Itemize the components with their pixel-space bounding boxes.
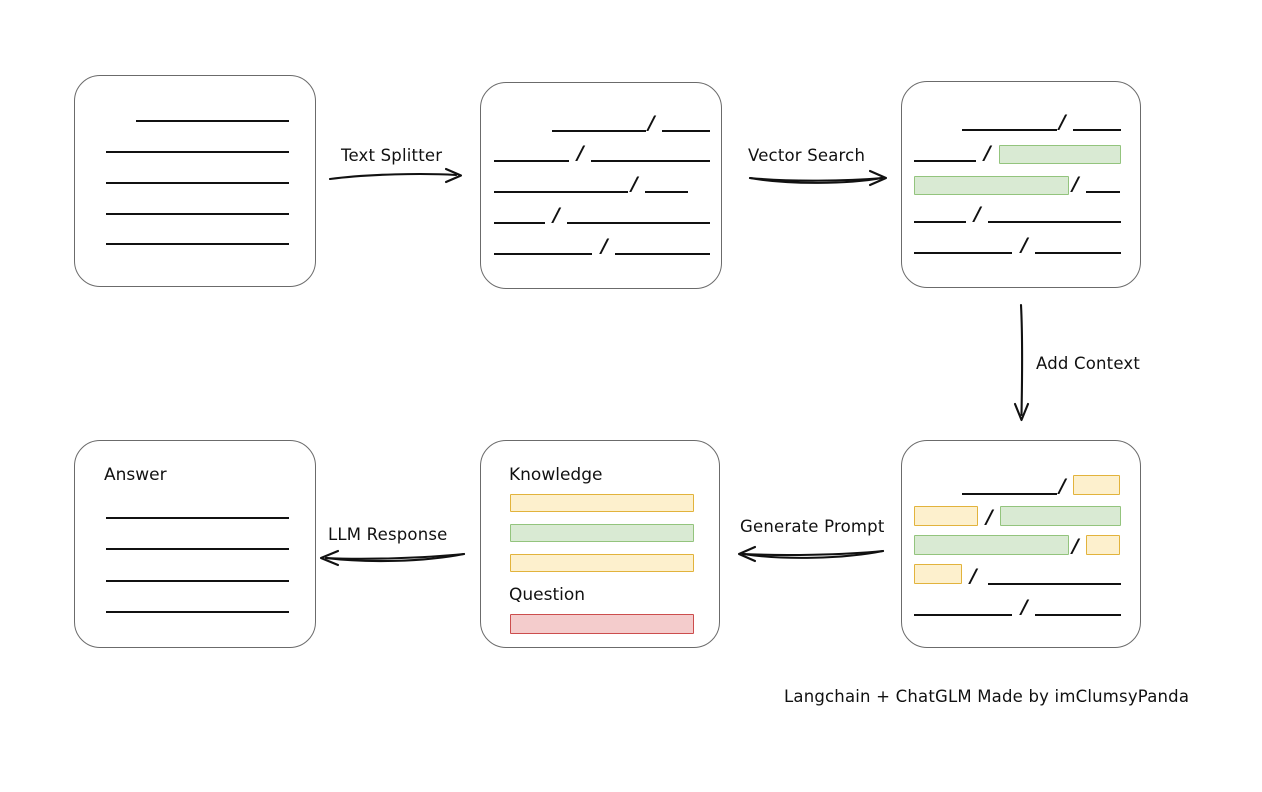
context-chunk-highlight bbox=[914, 564, 962, 584]
slash-separator: / bbox=[970, 565, 977, 587]
context-chunk-highlight bbox=[1073, 475, 1120, 495]
prompt-question-bar bbox=[510, 614, 694, 634]
slash-separator: / bbox=[1021, 596, 1028, 618]
doc-line-segment bbox=[914, 160, 976, 162]
doc-line bbox=[106, 517, 289, 519]
doc-line-segment bbox=[567, 222, 710, 224]
arrow-generate-prompt bbox=[737, 545, 885, 563]
slash-separator: / bbox=[1021, 234, 1028, 256]
prompt-question-label: Question bbox=[509, 585, 586, 605]
doc-line-segment bbox=[914, 614, 1012, 616]
doc-line-segment bbox=[494, 160, 569, 162]
footer-credit: Langchain + ChatGLM Made by imClumsyPand… bbox=[784, 687, 1190, 706]
doc-line-segment bbox=[1086, 191, 1120, 193]
arrow-llm-response bbox=[319, 549, 466, 567]
doc-line-segment bbox=[615, 253, 710, 255]
doc-line-segment bbox=[962, 493, 1057, 495]
slash-separator: / bbox=[984, 142, 991, 164]
arrow-text-splitter bbox=[328, 167, 463, 184]
context-chunk-highlight bbox=[1086, 535, 1120, 555]
doc-line-segment bbox=[988, 221, 1121, 223]
slash-separator: / bbox=[577, 142, 584, 164]
arrow-label-text-splitter: Text Splitter bbox=[341, 146, 443, 165]
doc-line-segment bbox=[914, 252, 1012, 254]
doc-line bbox=[106, 580, 289, 582]
slash-separator: / bbox=[648, 112, 655, 134]
arrow-label-llm-response: LLM Response bbox=[328, 525, 448, 544]
doc-line-segment bbox=[662, 130, 710, 132]
node-prompt[interactable]: Knowledge Question bbox=[480, 440, 720, 648]
slash-separator: / bbox=[1072, 173, 1079, 195]
doc-line-segment bbox=[494, 222, 545, 224]
doc-line-segment bbox=[962, 129, 1057, 131]
node-context-document[interactable]: / / / / / bbox=[901, 440, 1141, 648]
matched-chunk-highlight bbox=[1000, 506, 1121, 526]
doc-line bbox=[106, 213, 289, 215]
matched-chunk-highlight bbox=[999, 145, 1121, 164]
prompt-knowledge-label: Knowledge bbox=[509, 465, 603, 485]
arrow-vector-search bbox=[748, 169, 888, 187]
slash-separator: / bbox=[974, 203, 981, 225]
arrow-label-vector-search: Vector Search bbox=[748, 146, 866, 165]
prompt-knowledge-bar bbox=[510, 554, 694, 572]
context-chunk-highlight bbox=[914, 506, 978, 526]
slash-separator: / bbox=[986, 506, 993, 528]
node-matched-document[interactable]: / / / / / bbox=[901, 81, 1141, 288]
doc-line-segment bbox=[591, 160, 710, 162]
slash-separator: / bbox=[1059, 111, 1066, 133]
slash-separator: / bbox=[1059, 475, 1066, 497]
doc-line-segment bbox=[494, 191, 628, 193]
doc-line-segment bbox=[1035, 252, 1121, 254]
matched-chunk-highlight bbox=[914, 535, 1069, 555]
answer-label: Answer bbox=[104, 465, 167, 485]
doc-line-segment bbox=[1035, 614, 1121, 616]
doc-line-segment bbox=[645, 191, 688, 193]
doc-line-segment bbox=[552, 130, 646, 132]
doc-line bbox=[106, 548, 289, 550]
slash-separator: / bbox=[631, 173, 638, 195]
doc-line-segment bbox=[914, 221, 966, 223]
node-split-document[interactable]: / / / / / bbox=[480, 82, 722, 289]
doc-line bbox=[136, 120, 289, 122]
prompt-knowledge-bar bbox=[510, 524, 694, 542]
arrow-label-generate-prompt: Generate Prompt bbox=[740, 517, 885, 536]
arrow-label-add-context: Add Context bbox=[1036, 354, 1141, 373]
matched-chunk-highlight bbox=[914, 176, 1069, 195]
slash-separator: / bbox=[1072, 535, 1079, 557]
doc-line bbox=[106, 611, 289, 613]
slash-separator: / bbox=[601, 235, 608, 257]
doc-line bbox=[106, 151, 289, 153]
doc-line-segment bbox=[988, 583, 1121, 585]
doc-line bbox=[106, 182, 289, 184]
node-source-document[interactable] bbox=[74, 75, 316, 287]
node-answer[interactable]: Answer bbox=[74, 440, 316, 648]
doc-line bbox=[106, 243, 289, 245]
slash-separator: / bbox=[553, 204, 560, 226]
doc-line-segment bbox=[1073, 129, 1121, 131]
arrow-add-context bbox=[1013, 303, 1030, 422]
prompt-knowledge-bar bbox=[510, 494, 694, 512]
doc-line-segment bbox=[494, 253, 592, 255]
